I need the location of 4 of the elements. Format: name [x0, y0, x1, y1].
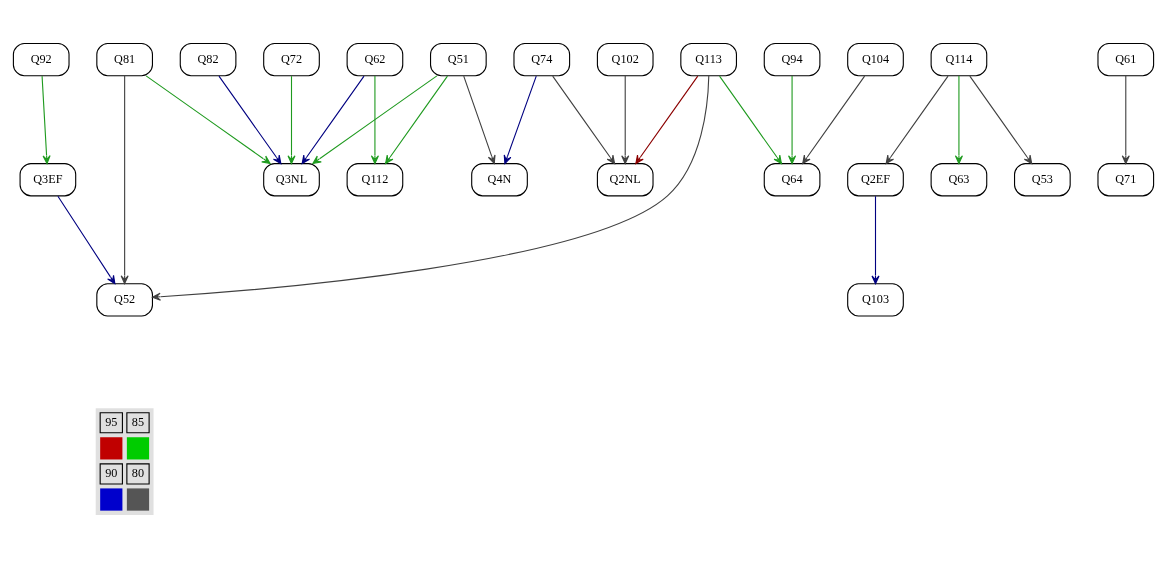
legend-label: 80 [131, 465, 145, 480]
legend-label: 85 [131, 414, 145, 429]
legend-label: 95 [105, 414, 118, 429]
legend-label: 90 [105, 465, 118, 480]
